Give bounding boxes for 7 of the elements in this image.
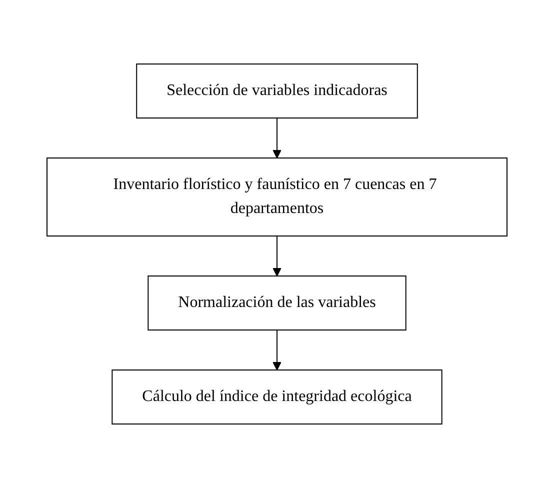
node-box: Inventario florístico y faunístico en 7 cuencas en 7 departamentos: [46, 157, 508, 236]
arrow: [272, 329, 282, 370]
arrow: [272, 235, 282, 276]
arrow: [272, 117, 282, 158]
node-box: Selección de variables indicadoras: [136, 63, 418, 118]
node-box: Normalización de las variables: [148, 275, 406, 330]
node-box: Cálculo del índice de integridad ecológica: [112, 369, 442, 424]
